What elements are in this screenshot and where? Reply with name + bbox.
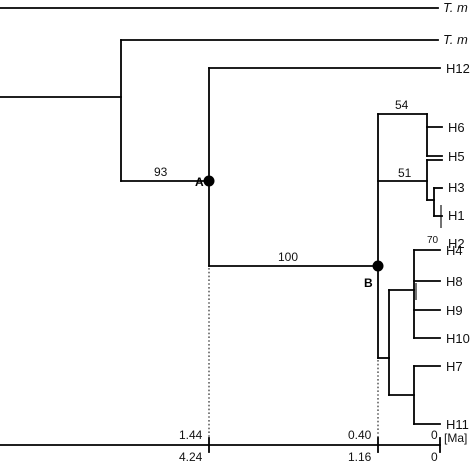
- support-value-100: 100: [278, 250, 298, 264]
- taxon-label-h10: H10: [446, 331, 470, 346]
- node-label-b: B: [364, 276, 373, 290]
- taxon-label-outgroup-1: T. m: [443, 0, 468, 15]
- taxon-label-h6: H6: [448, 120, 465, 135]
- axis-label-b-lower: 1.16: [348, 450, 372, 464]
- taxon-label-h8: H8: [446, 274, 463, 289]
- taxon-label-h2: H2: [448, 236, 465, 251]
- axis-label-a-upper: 1.44: [179, 428, 203, 442]
- axis-label-zero-lower: 0: [431, 450, 438, 464]
- support-value-70: 70: [427, 235, 439, 246]
- taxon-label-outgroup-2: T. m: [443, 32, 468, 47]
- support-value-51: 51: [398, 166, 412, 180]
- node-a-marker: [203, 175, 215, 187]
- node-b-marker: [372, 260, 384, 272]
- taxon-label-h11: H11: [446, 417, 469, 432]
- axis-label-zero-upper: 0: [431, 428, 438, 442]
- taxon-label-h7: H7: [446, 359, 463, 374]
- axis-unit-label: [Ma]: [444, 431, 467, 445]
- axis-label-a-lower: 4.24: [179, 450, 203, 464]
- taxon-label-h12: H12: [446, 61, 470, 76]
- support-value-93: 93: [154, 165, 168, 179]
- taxon-label-h4: H4: [446, 243, 463, 258]
- node-label-a: A: [195, 175, 204, 189]
- taxon-label-h5: H5: [448, 149, 465, 164]
- axis-label-b-upper: 0.40: [348, 428, 372, 442]
- taxon-label-h3: H3: [448, 180, 465, 195]
- support-value-54: 54: [395, 98, 409, 112]
- taxon-label-h9: H9: [446, 303, 463, 318]
- taxon-label-h1: H1: [448, 208, 465, 223]
